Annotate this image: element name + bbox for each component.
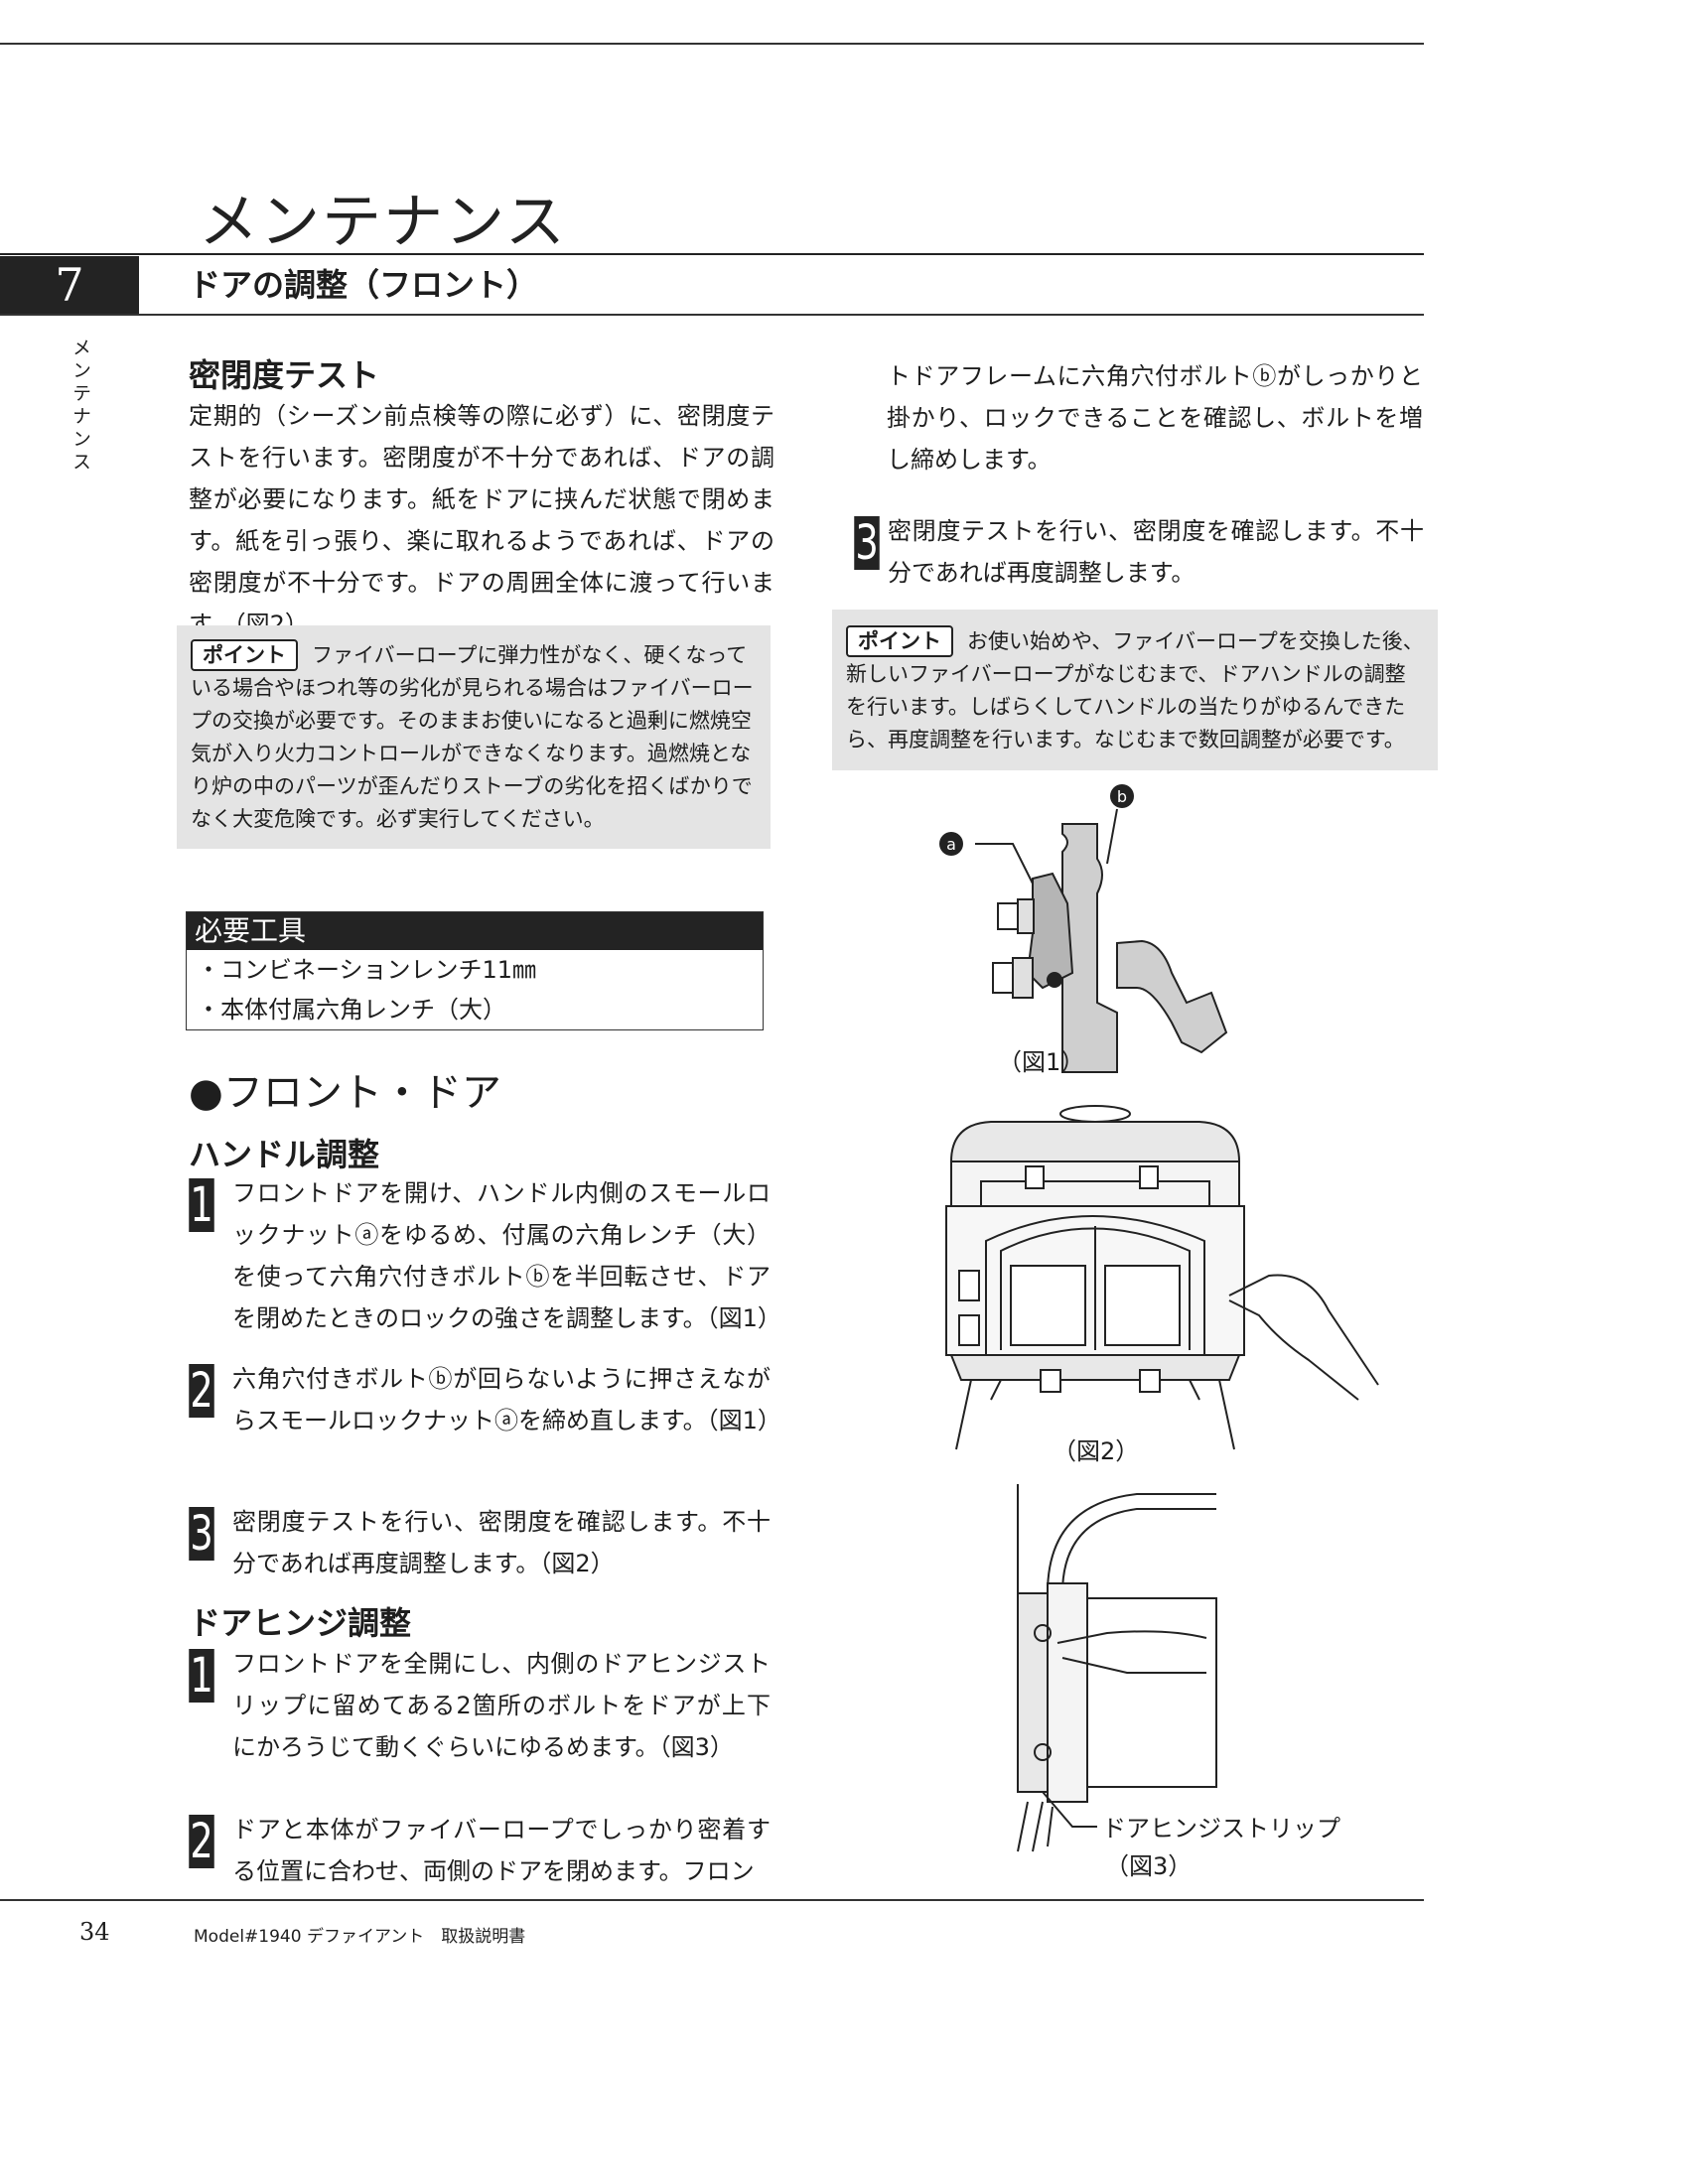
step-number: 1 [189, 1648, 214, 1704]
tools-item: ・コンビネーションレンチ11㎜ [197, 956, 537, 984]
continued-text: トドアフレームに六角穴付ボルトⓑがしっかりと掛かり、ロックできることを確認し、ボ… [887, 362, 1423, 474]
step-text: 密閉度テストを行い、密閉度を確認します。不十分であれば再度調整します。（図2） [232, 1508, 771, 1577]
point-note-right: ポイントお使い始めや、ファイバーロープを交換した後、新しいファイバーロープがなじ… [832, 610, 1438, 770]
tools-heading: 必要工具 [187, 912, 763, 950]
point-badge: ポイント [846, 625, 953, 657]
footer-rule [0, 1899, 1424, 1901]
chapter-number: 7 [0, 256, 139, 314]
point-note-left: ポイントファイバーロープに弾力性がなく、硬くなっている場合やほつれ等の劣化が見ら… [177, 625, 771, 849]
seal-test-heading: 密閉度テスト [189, 356, 380, 394]
step-text: 六角穴付きボルトⓑが回らないように押さえながらスモールロックナットⓐを締め直しま… [232, 1365, 781, 1434]
step-text: 密閉度テストを行い、密閉度を確認します。不十分であれば再度調整します。 [888, 517, 1424, 587]
section-underline [0, 314, 1424, 316]
top-rule [0, 43, 1424, 45]
step-text: フロントドアを全開にし、内側のドアヒンジストリップに留めてある2箇所のボルトをド… [232, 1650, 771, 1761]
handle-heading: ハンドル調整 [189, 1136, 380, 1173]
step-number: 3 [854, 515, 880, 571]
front-door-heading: ●フロント・ドア [189, 1070, 501, 1116]
handle-step-1: 1 フロントドアを開け、ハンドル内側のスモールロックナットⓐをゆるめ、付属の六角… [187, 1172, 781, 1341]
step-number: 2 [189, 1814, 214, 1869]
tools-item: ・本体付属六角レンチ（大） [197, 996, 506, 1024]
svg-text:a: a [946, 835, 956, 854]
figure-3-caption: （図3） [1105, 1852, 1193, 1880]
handle-step-2: 2 六角穴付きボルトⓑが回らないように押さえながらスモールロックナットⓐを締め直… [187, 1358, 781, 1487]
point-text: お使い始めや、ファイバーロープを交換した後、新しいファイバーロープがなじむまで、… [846, 629, 1424, 751]
step-text: ドアと本体がファイバーロープでしっかり密着する位置に合わせ、両側のドアを閉めます… [232, 1816, 771, 1885]
footer-model-text: Model#1940 デファイアント 取扱説明書 [194, 1927, 526, 1947]
point-badge: ポイント [191, 639, 298, 671]
hinge-heading: ドアヒンジ調整 [189, 1604, 412, 1642]
required-tools-box: 必要工具 ・コンビネーションレンチ11㎜ ・本体付属六角レンチ（大） [186, 911, 764, 1030]
page-title: メンテナンス [199, 188, 567, 257]
figure-1-caption: （図1） [998, 1048, 1085, 1076]
label-b-marker [1110, 784, 1134, 808]
figure-1-handle-diagram: a b [939, 784, 1228, 1073]
side-label: メンテナンス [70, 338, 91, 475]
figure-3-hinge-illustration [1017, 1484, 1217, 1852]
step-number: 1 [189, 1177, 214, 1233]
point-text: ファイバーロープに弾力性がなく、硬くなっている場合やほつれ等の劣化が見られる場合… [191, 643, 754, 831]
figure-2-stove-illustration [945, 1105, 1379, 1450]
svg-text:b: b [1117, 787, 1127, 806]
seal-test-body: 定期的（シーズン前点検等の際に必ず）に、密閉度テストを行います。密閉度が不十分で… [189, 402, 774, 638]
title-underline [0, 253, 1424, 255]
page-number: 34 [79, 1918, 110, 1946]
figure-3-callout: ドアヒンジストリップ [1102, 1815, 1340, 1843]
step-text: フロントドアを開け、ハンドル内側のスモールロックナットⓐをゆるめ、付属の六角レン… [232, 1179, 781, 1332]
right-step-3: 3 密閉度テストを行い、密閉度を確認します。不十分であれば再度調整します。 [852, 510, 1428, 600]
section-title: ドアの調整（フロント） [189, 266, 539, 304]
step-number: 3 [189, 1506, 214, 1562]
hinge-step-1: 1 フロントドアを全開にし、内側のドアヒンジストリップに留めてある2箇所のボルト… [187, 1643, 774, 1772]
handle-step-3: 3 密閉度テストを行い、密閉度を確認します。不十分であれば再度調整します。（図2… [187, 1501, 774, 1590]
label-a-marker [939, 832, 963, 856]
figure-2-caption: （図2） [1053, 1437, 1140, 1465]
step-number: 2 [189, 1363, 214, 1419]
hinge-step-2: 2 ドアと本体がファイバーロープでしっかり密着する位置に合わせ、両側のドアを閉め… [187, 1809, 774, 1898]
